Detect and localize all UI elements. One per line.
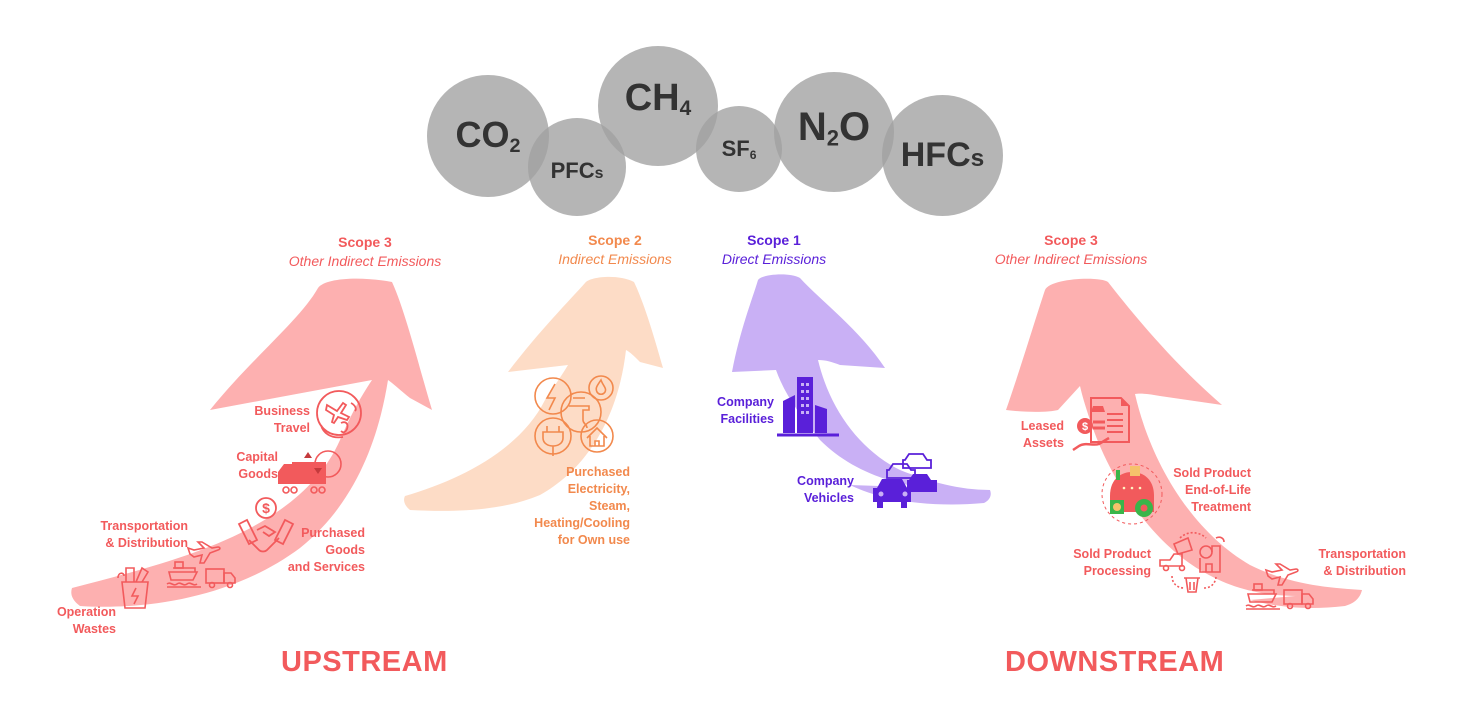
scope-title: Scope 2 bbox=[588, 232, 642, 248]
airplane-icon bbox=[186, 541, 221, 564]
globe-plane-icon bbox=[316, 390, 362, 439]
scope-subtitle: Indirect Emissions bbox=[558, 251, 672, 267]
energy-utilities-icon bbox=[534, 375, 614, 456]
svg-text:$: $ bbox=[1082, 421, 1088, 433]
gas-label-hfcs: HFCs bbox=[900, 136, 985, 174]
label-line: Business bbox=[254, 404, 310, 418]
label-purchased-energy: Purchased Electricity, Steam, Heating/Co… bbox=[500, 464, 630, 549]
label-line: Vehicles bbox=[803, 491, 854, 505]
scope-subtitle: Direct Emissions bbox=[721, 251, 827, 267]
scope1-heading: Scope 1 Direct Emissions bbox=[664, 231, 884, 269]
label-leased-assets: Leased Assets bbox=[1000, 418, 1064, 452]
label-line: and Services bbox=[287, 560, 365, 574]
gas-bubble-sf6: SF6 bbox=[696, 106, 782, 192]
gas-bubble-n2o: N2O bbox=[774, 72, 894, 192]
label-upstream-transportation: Transportation & Distribution bbox=[78, 518, 188, 552]
label-downstream-transportation: Transportation & Distribution bbox=[1290, 546, 1406, 580]
upstream-heading: UPSTREAM bbox=[281, 646, 448, 678]
label-business-travel: Business Travel bbox=[220, 403, 310, 437]
scope3-downstream-heading: Scope 3 Other Indirect Emissions bbox=[961, 231, 1181, 269]
label-line: Capital bbox=[236, 450, 278, 464]
label-end-of-life: Sold Product End-of-Life Treatment bbox=[1150, 465, 1251, 516]
label-line: Transportation bbox=[100, 519, 188, 533]
label-company-facilities: Company Facilities bbox=[700, 394, 774, 428]
label-company-vehicles: Company Vehicles bbox=[780, 473, 854, 507]
airplane-icon bbox=[1264, 563, 1299, 586]
svg-text:$: $ bbox=[262, 500, 270, 516]
scope-title: Scope 3 bbox=[338, 234, 392, 250]
label-capital-goods: Capital Goods bbox=[198, 449, 278, 483]
scope2-heading: Scope 2 Indirect Emissions bbox=[505, 231, 725, 269]
scope-title: Scope 1 bbox=[747, 232, 801, 248]
handshake-dollar-icon: $ bbox=[237, 497, 295, 553]
label-line: Steam, bbox=[589, 499, 630, 513]
label-line: Company bbox=[717, 395, 774, 409]
label-line: Electricity, bbox=[567, 482, 630, 496]
label-line: Facilities bbox=[720, 412, 775, 426]
label-line: Travel bbox=[273, 421, 310, 435]
delivery-truck-icon bbox=[205, 568, 236, 589]
truck-globe-icon bbox=[278, 450, 342, 494]
label-line: End-of-Life bbox=[1185, 483, 1251, 497]
label-line: for Own use bbox=[557, 533, 630, 547]
label-line: Wastes bbox=[72, 622, 116, 636]
label-sold-product-processing: Sold Product Processing bbox=[1050, 546, 1151, 580]
gas-label-co2: CO2 bbox=[455, 114, 521, 157]
label-operation-wastes: Operation Wastes bbox=[36, 604, 116, 638]
label-purchased-goods: Purchased Goods and Services bbox=[265, 525, 365, 576]
label-line: Purchased bbox=[301, 526, 365, 540]
downstream-heading: DOWNSTREAM bbox=[1005, 646, 1225, 678]
gas-label-n2o: N2O bbox=[797, 104, 871, 151]
label-line: Assets bbox=[1023, 436, 1064, 450]
processing-cycle-icon bbox=[1159, 531, 1225, 593]
buildings-icon bbox=[777, 377, 839, 437]
end-of-life-treatment-icon bbox=[1101, 463, 1163, 525]
label-line: Goods bbox=[238, 467, 278, 481]
waste-bin-icon bbox=[117, 566, 150, 609]
label-line: Operation bbox=[56, 605, 116, 619]
label-line: Treatment bbox=[1191, 500, 1251, 514]
label-line: Purchased bbox=[566, 465, 630, 479]
label-line: Sold Product bbox=[1173, 466, 1251, 480]
scope-subtitle: Other Indirect Emissions bbox=[288, 253, 442, 269]
scope3-upstream-heading: Scope 3 Other Indirect Emissions bbox=[255, 233, 475, 271]
label-line: Goods bbox=[325, 543, 365, 557]
scope1-arrow bbox=[732, 274, 991, 505]
label-line: & Distribution bbox=[1323, 564, 1406, 578]
label-line: Company bbox=[797, 474, 854, 488]
ship-icon bbox=[1245, 583, 1280, 610]
gas-label-sf6: SF6 bbox=[721, 135, 757, 162]
gas-bubble-hfcs: HFCs bbox=[882, 95, 1003, 216]
cars-icon bbox=[873, 453, 937, 508]
scope-subtitle: Other Indirect Emissions bbox=[994, 251, 1148, 267]
label-line: Transportation bbox=[1318, 547, 1406, 561]
delivery-truck-icon bbox=[1283, 589, 1314, 610]
ship-icon bbox=[166, 561, 201, 588]
label-line: Heating/Cooling bbox=[534, 516, 630, 530]
label-line: Sold Product bbox=[1073, 547, 1151, 561]
scope-title: Scope 3 bbox=[1044, 232, 1098, 248]
label-line: Leased bbox=[1020, 419, 1064, 433]
gas-label-pfcs: PFCs bbox=[550, 158, 604, 183]
label-line: & Distribution bbox=[105, 536, 188, 550]
lease-document-icon: $ bbox=[1072, 397, 1130, 452]
upstream-scope3-arrow bbox=[71, 278, 433, 607]
downstream-scope3-arrow bbox=[1006, 278, 1362, 608]
gas-label-ch4: CH4 bbox=[624, 76, 692, 121]
label-line: Processing bbox=[1083, 564, 1151, 578]
scope2-arrow bbox=[404, 276, 663, 511]
